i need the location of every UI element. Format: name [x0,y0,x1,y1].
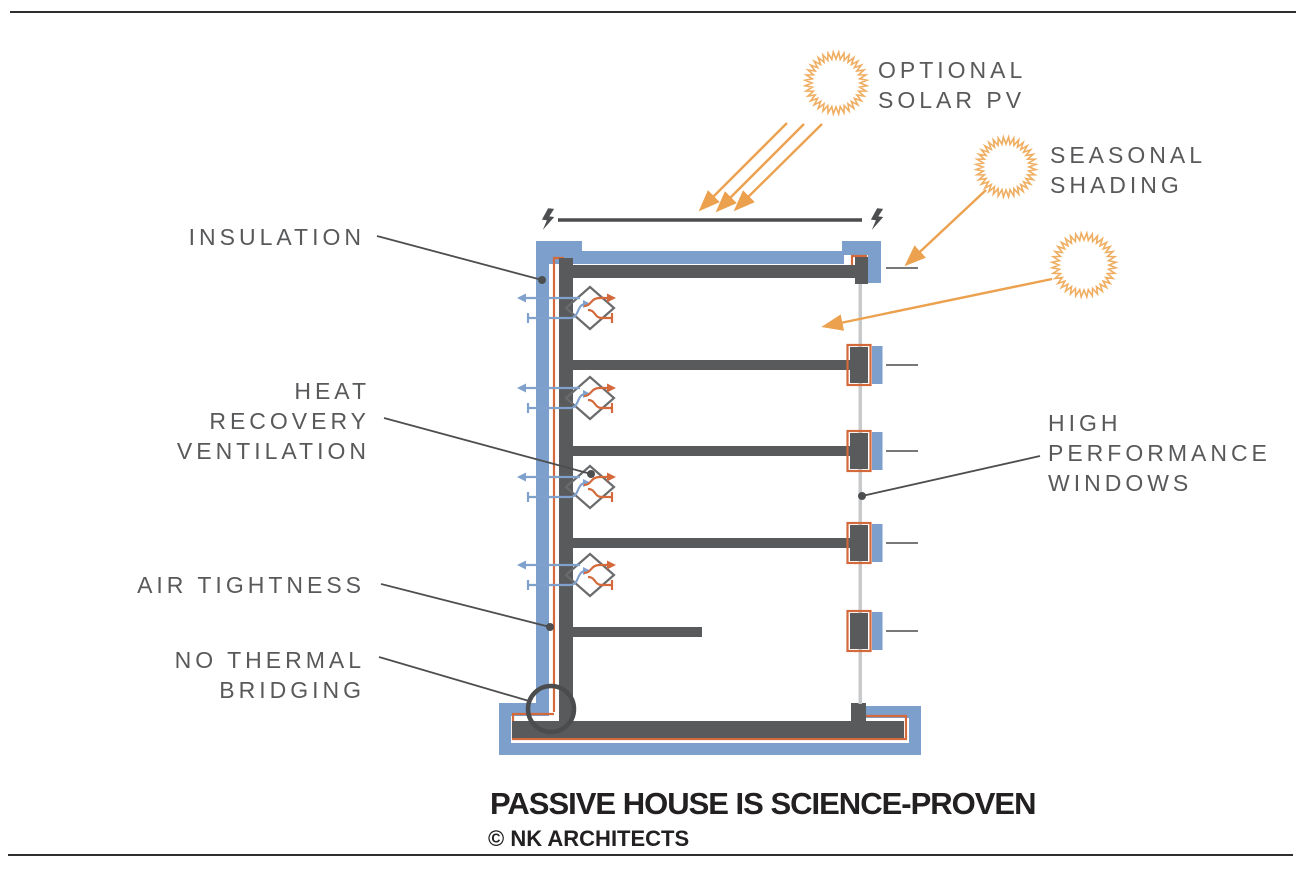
sun-icon [1049,230,1119,300]
building-structure [512,257,904,738]
label-no-thermal-bridging: NO THERMAL BRIDGING [60,645,365,705]
solar-pv-panel [540,207,885,231]
label-line: HEAT [294,378,370,404]
roof-slab [559,265,859,278]
label-seasonal-shading: SEASONAL SHADING [1050,140,1206,200]
floor-slab [573,538,852,548]
label-line: SHADING [1050,172,1183,198]
sun-ray-arrows [698,122,823,213]
window-assembly [846,429,920,473]
window-assembly [846,343,920,387]
window-assembly [846,609,920,653]
high-sun-blocked-arrow [904,189,987,267]
insulation-layer [499,241,921,755]
sun-icon [802,49,870,117]
label-insulation: INSULATION [188,224,365,250]
label-line: WINDOWS [1048,470,1193,496]
floor-slab [573,360,852,370]
window-assembly [846,521,920,565]
lightning-bolt-icon [540,207,556,231]
callout-lines [376,235,1041,702]
sun-icon [973,134,1039,200]
label-optional-solar-pv: OPTIONAL SOLAR PV [878,55,1026,115]
lightning-bolt-icon [869,207,885,231]
label-line: OPTIONAL [878,57,1027,83]
floor-slab [573,446,852,456]
copyright-credit: © NK ARCHITECTS [488,826,690,851]
label-line: NO THERMAL [174,647,365,673]
no-thermal-bridging-circle [525,683,577,735]
partial-floor-slab [573,627,702,637]
label-line: VENTILATION [176,438,370,464]
label-line: BRIDGING [219,677,365,703]
label-line: RECOVERY [209,408,370,434]
diagram-title: PASSIVE HOUSE IS SCIENCE-PROVEN [490,786,1036,821]
label-air-tightness: AIR TIGHTNESS [137,572,365,598]
low-sun-entering-arrow [821,277,1053,331]
label-heat-recovery-ventilation: HEAT RECOVERY VENTILATION [60,376,370,466]
foundation-slab [512,721,904,738]
label-line: SEASONAL [1050,142,1206,168]
label-line: PERFORMANCE [1048,440,1271,466]
label-line: SOLAR PV [878,87,1026,113]
label-line: HIGH [1048,410,1122,436]
label-high-performance-windows: HIGH PERFORMANCE WINDOWS [1048,408,1271,498]
left-wall [559,258,573,723]
